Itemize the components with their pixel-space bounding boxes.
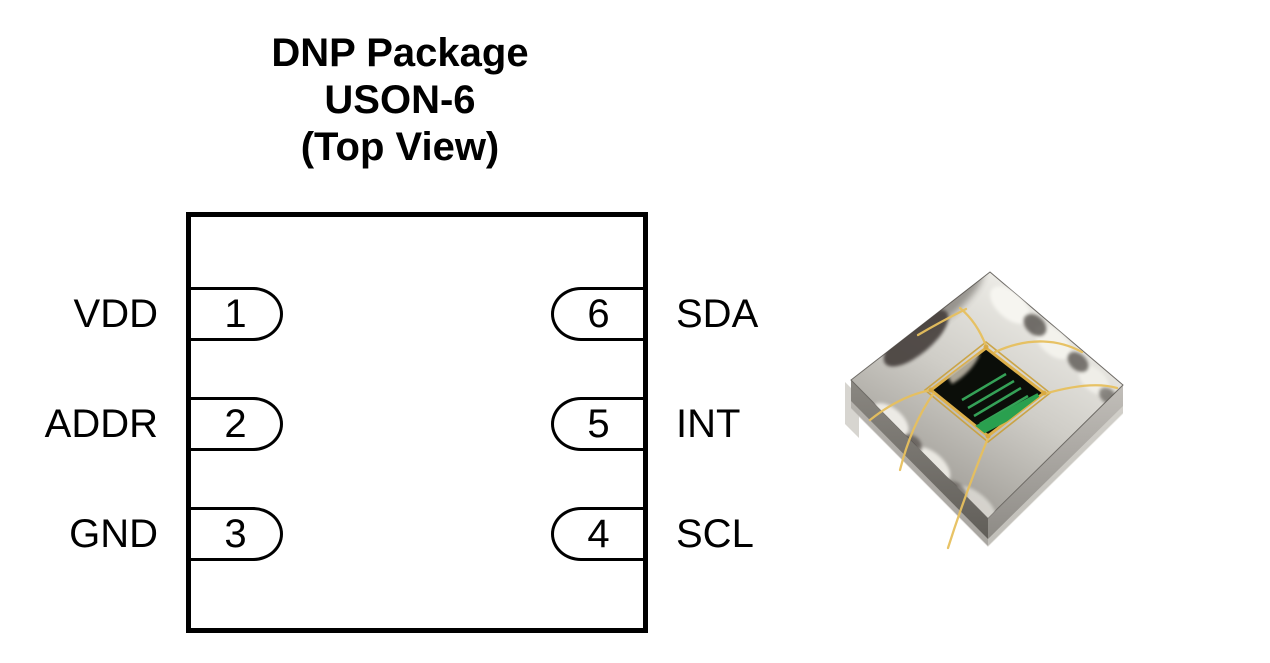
package-side-faces (845, 380, 1123, 547)
figure-title: DNP Package USON-6 (Top View) (180, 30, 620, 171)
pin-label-scl: SCL (676, 512, 754, 556)
pin-label-gnd: GND (69, 512, 158, 556)
pin-label-vdd: VDD (73, 292, 158, 336)
pin-2: 2 (191, 397, 283, 451)
pin-4-number: 4 (587, 512, 610, 556)
pin-5: 5 (551, 397, 643, 451)
pin-label-int: INT (676, 402, 741, 446)
pin-4: 4 (551, 507, 643, 561)
pin-2-number: 2 (224, 402, 247, 446)
pin-3: 3 (191, 507, 283, 561)
pin-5-number: 5 (587, 402, 610, 446)
pin-6: 6 (551, 287, 643, 341)
pin-1-number: 1 (224, 292, 247, 336)
title-line-view: (Top View) (300, 125, 500, 169)
title-line-partname: USON-6 (324, 78, 476, 122)
pin-6-number: 6 (587, 292, 610, 336)
pin-label-addr: ADDR (44, 402, 158, 446)
pin-1: 1 (191, 287, 283, 341)
title-line-package: DNP Package (271, 31, 529, 75)
pin-label-sda: SDA (676, 292, 759, 336)
uson6-package-3d-photo (845, 271, 1124, 550)
sensor-die (923, 340, 1052, 444)
pin-3-number: 3 (224, 512, 247, 556)
bond-wires (868, 306, 1119, 550)
